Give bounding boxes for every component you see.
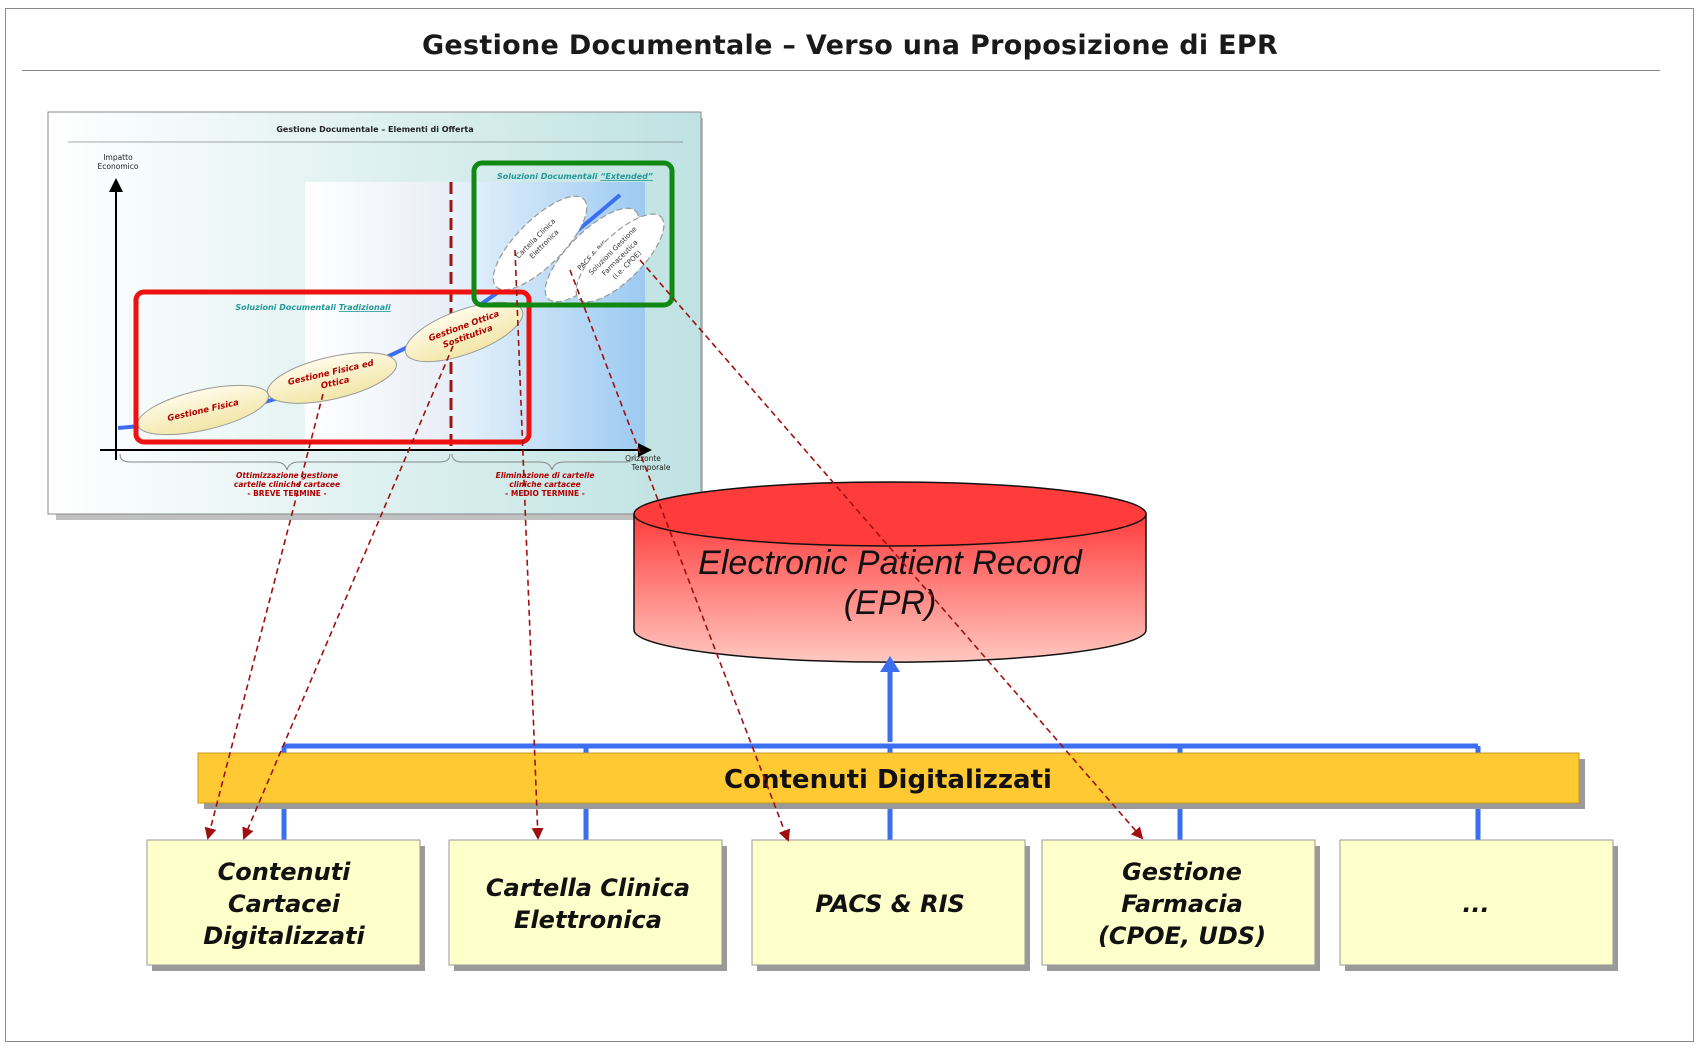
arrow-fisica-ottica-to-cartacei bbox=[204, 393, 324, 840]
module-1-line-2: Cartacei bbox=[228, 890, 341, 918]
module-pacs-ris: PACS & RIS bbox=[751, 839, 1030, 971]
epr-database: Electronic Patient Record (EPR) bbox=[633, 481, 1147, 663]
module-3-line-1: PACS & RIS bbox=[815, 890, 965, 918]
epr-cylinder-top bbox=[633, 481, 1147, 547]
module-gestione-farmacia: Gestione Farmacia (CPOE, UDS) bbox=[1041, 839, 1320, 971]
short-term-line1: Ottimizzazione gestione bbox=[236, 471, 338, 480]
module-2-line-1: Cartella Clinica bbox=[486, 874, 690, 902]
module-4-line-2: Farmacia bbox=[1121, 890, 1243, 918]
mapping-arrows bbox=[204, 249, 1144, 842]
module-1-line-3: Digitalizzati bbox=[203, 922, 365, 950]
extended-box-label: Soluzioni Documentali “Extended” bbox=[497, 172, 653, 181]
module-boxes: Contenuti Cartacei Digitalizzati Cartell… bbox=[146, 839, 1618, 971]
module-cartella-clinica: Cartella Clinica Elettronica bbox=[448, 839, 727, 971]
epr-cylinder-body bbox=[633, 513, 1147, 663]
epr-subtitle: (EPR) bbox=[844, 584, 937, 622]
epr-title: Electronic Patient Record bbox=[698, 544, 1083, 582]
bar-body bbox=[197, 752, 1580, 804]
mid-term-brace bbox=[451, 453, 636, 471]
connector-arrowhead bbox=[880, 656, 900, 672]
bar-label: Contenuti Digitalizzati bbox=[724, 765, 1052, 795]
short-term-line3: - BREVE TERMINE - bbox=[247, 489, 326, 498]
title-divider bbox=[22, 70, 1660, 71]
y-axis-label-line1: Impatto bbox=[103, 153, 133, 162]
short-term-panel bbox=[305, 182, 450, 450]
module-4-line-1: Gestione bbox=[1122, 858, 1242, 886]
connector-network bbox=[281, 656, 1481, 842]
arrow-farmaceutica-to-module bbox=[639, 259, 1144, 840]
x-axis-label-line1: Orizzonte bbox=[625, 454, 661, 463]
thumbnail-slide: Gestione Documentale – Elementi di Offer… bbox=[47, 111, 703, 520]
ellipse-gestione-ottica-sostitutiva: Gestione Ottica Sostitutiva bbox=[404, 301, 524, 363]
short-term-line2: cartelle cliniche cartacee bbox=[234, 480, 340, 489]
extended-solutions-box bbox=[471, 160, 675, 308]
module-more: ... bbox=[1339, 839, 1618, 971]
x-axis-label-line2: Temporale bbox=[631, 463, 671, 472]
traditional-box-label: Soluzioni Documentali Tradizionali bbox=[235, 303, 390, 312]
mid-term-line3: - MEDIO TERMINE - bbox=[505, 489, 585, 498]
mid-term-line2: cliniche cartacee bbox=[509, 480, 580, 489]
ellipse-cartella-clinica: Cartella Clinica Elettronica bbox=[492, 195, 588, 291]
y-axis-label-line2: Economico bbox=[98, 162, 139, 171]
module-contenuti-cartacei: Contenuti Cartacei Digitalizzati bbox=[146, 839, 425, 971]
module-5-line-1: ... bbox=[1462, 890, 1489, 918]
mid-term-line1: Eliminazione di cartelle bbox=[496, 471, 595, 480]
arrow-pacs-to-module bbox=[569, 269, 791, 842]
page-title: Gestione Documentale – Verso una Proposi… bbox=[421, 30, 1279, 61]
arrow-cartella-to-module bbox=[514, 249, 544, 840]
thumbnail-title: Gestione Documentale – Elementi di Offer… bbox=[276, 125, 473, 134]
traditional-solutions-box bbox=[133, 289, 532, 445]
module-4-line-3: (CPOE, UDS) bbox=[1098, 922, 1266, 950]
arrow-ottica-sostitutiva-to-cartacei bbox=[242, 345, 454, 840]
module-1-line-1: Contenuti bbox=[218, 858, 352, 886]
ellipse-gestione-fisica-ottica: Gestione Fisica ed Ottica bbox=[267, 352, 397, 404]
module-2-line-2: Elettronica bbox=[514, 906, 662, 934]
short-term-brace bbox=[119, 453, 451, 471]
digitized-content-bar: Contenuti Digitalizzati bbox=[197, 752, 1585, 809]
slide-frame bbox=[5, 8, 1694, 1042]
